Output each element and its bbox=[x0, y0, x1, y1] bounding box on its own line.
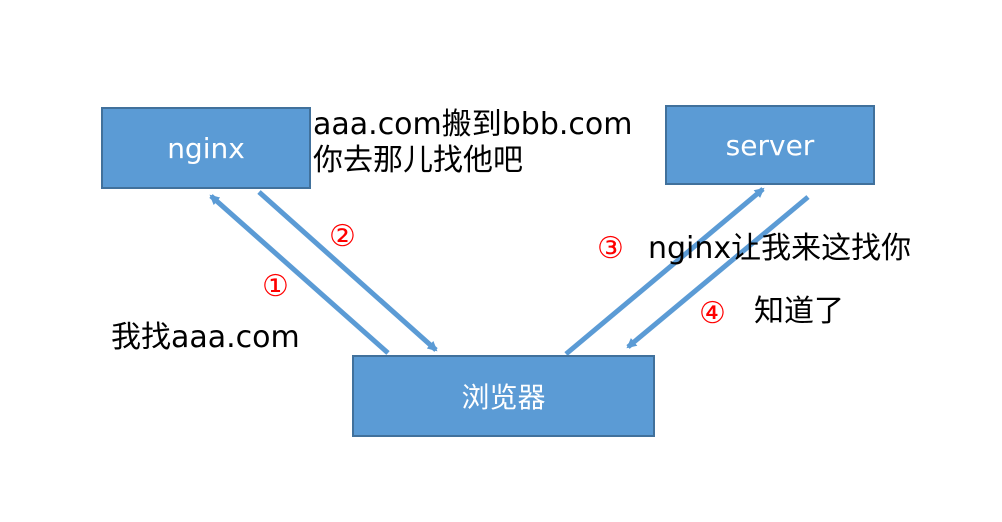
redirect-message-line2: 你去那儿找他吧 bbox=[313, 143, 523, 178]
server-node: server bbox=[665, 105, 875, 185]
step-3-marker: ③ bbox=[597, 231, 624, 266]
arrow-request bbox=[209, 194, 390, 355]
arrow-to-server bbox=[564, 187, 765, 356]
browser-node: 浏览器 bbox=[352, 355, 655, 437]
to-server-message: nginx让我来这找你 bbox=[648, 231, 912, 266]
browser-node-label: 浏览器 bbox=[461, 381, 546, 414]
arrow-redirect bbox=[257, 190, 438, 352]
step-4-marker: ④ bbox=[699, 296, 726, 331]
step-1-marker: ① bbox=[262, 269, 289, 304]
nginx-node: nginx bbox=[101, 107, 311, 189]
server-node-label: server bbox=[725, 128, 815, 162]
request-message: 我找aaa.com bbox=[111, 320, 300, 355]
nginx-node-label: nginx bbox=[167, 131, 245, 165]
arrow-reply bbox=[626, 195, 810, 349]
reply-message: 知道了 bbox=[754, 294, 844, 329]
step-2-marker: ② bbox=[329, 219, 356, 254]
redirect-message-line1: aaa.com搬到bbb.com bbox=[313, 107, 633, 142]
